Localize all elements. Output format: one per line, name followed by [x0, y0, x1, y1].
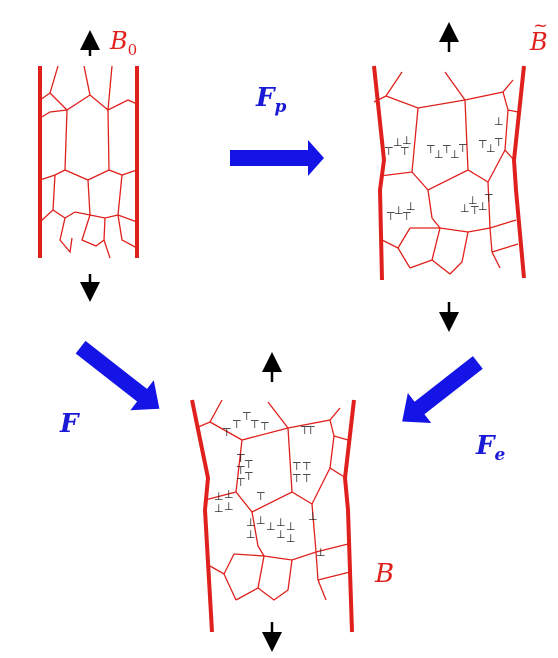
- dislocation-symbol: ⊤: [470, 204, 480, 217]
- dislocation-symbol: ⊥: [308, 510, 318, 523]
- intermediate-grain-network: [373, 71, 519, 275]
- dislocation-symbol: ⊥: [468, 194, 478, 207]
- dislocation-symbol: ⊤: [386, 210, 396, 223]
- dislocation-symbol: ⊥: [286, 532, 296, 545]
- dislocation-symbol: ⊤: [232, 418, 242, 431]
- dislocation-symbol: ⊤: [260, 420, 270, 433]
- dislocation-symbol: ⊥: [286, 520, 296, 533]
- dislocation-symbol: ⊤: [426, 143, 436, 156]
- dislocation-symbol: ⊥: [246, 516, 256, 529]
- intermediate-config-accent: ~: [533, 15, 548, 36]
- intermediate-configuration: ⊤ ⊥ ⊤ ⊥ ⊤ ⊥ ⊤ ⊥ ⊤ ⊥ ⊤ ⊥ ⊤ ⊤ ⊥ ⊤ ⊥ ⊥ ⊥ ⊤ …: [372, 15, 548, 332]
- dislocation-symbol: ⊥: [394, 204, 404, 217]
- dislocation-symbol: ⊤: [400, 145, 410, 158]
- initial-configuration: B0: [38, 27, 139, 302]
- dislocation-symbol: ⊥: [450, 148, 460, 161]
- dislocation-symbol: ⊥: [402, 134, 412, 147]
- dislocation-symbol: ⊤: [250, 418, 260, 431]
- total-map-label: F: [59, 409, 80, 439]
- current-grain-network: [195, 399, 351, 601]
- intermediate-dislocations: ⊤ ⊥ ⊤ ⊥ ⊤ ⊥ ⊤ ⊥ ⊤ ⊥ ⊤ ⊥ ⊤ ⊤ ⊥ ⊤ ⊥ ⊥ ⊥ ⊤ …: [384, 115, 504, 223]
- dislocation-symbol: ⊤: [256, 490, 266, 503]
- dislocation-symbol: ⊥: [214, 502, 224, 515]
- dislocation-symbol: ⊤: [236, 452, 246, 465]
- current-dislocations: ⊤ ⊤ ⊤ ⊤ ⊤ ⊤ ⊤ ⊤ ⊤ ⊤ ⊥ ⊥ ⊥ ⊥ ⊤ ⊤ ⊤ ⊤ ⊤ ⊤ …: [214, 410, 326, 559]
- dislocation-symbol: ⊥: [316, 546, 326, 559]
- initial-config-label: B0: [109, 27, 137, 59]
- dislocation-symbol: ⊤: [222, 426, 232, 439]
- total-map-arrow: [75, 340, 160, 411]
- dislocation-symbol: ⊤: [458, 142, 468, 155]
- dislocation-symbol: ⊥: [266, 520, 276, 533]
- plastic-map-arrow: [230, 140, 324, 176]
- dislocation-symbol: ⊤: [292, 472, 302, 485]
- dislocation-symbol: ⊥: [276, 516, 286, 529]
- dislocation-symbol: ⊥: [224, 488, 234, 501]
- plastic-map-label: Fp: [255, 83, 286, 117]
- elastic-map-label: Fe: [475, 431, 505, 465]
- dislocation-symbol: ⊤: [244, 470, 254, 483]
- dislocation-symbol: ⊤: [484, 192, 494, 205]
- dislocation-symbol: ⊥: [276, 528, 286, 541]
- intermediate-config-label: B: [529, 28, 548, 56]
- dislocation-symbol: ⊤: [302, 472, 312, 485]
- dislocation-symbol: ⊤: [236, 464, 246, 477]
- dislocation-symbol: ⊥: [494, 115, 504, 128]
- dislocation-symbol: ⊤: [292, 460, 302, 473]
- dislocation-symbol: ⊤: [300, 424, 310, 437]
- dislocation-symbol: ⊥: [478, 200, 488, 213]
- dislocation-symbol: ⊤: [478, 138, 488, 151]
- dislocation-symbol: ⊥: [246, 528, 256, 541]
- dislocation-symbol: ⊥: [214, 490, 224, 503]
- dislocation-symbol: ⊤: [242, 410, 252, 423]
- dislocation-symbol: ⊥: [434, 148, 444, 161]
- dislocation-symbol: ⊥: [460, 202, 470, 215]
- current-configuration: ⊤ ⊤ ⊤ ⊤ ⊤ ⊤ ⊤ ⊤ ⊤ ⊤ ⊥ ⊥ ⊥ ⊥ ⊤ ⊤ ⊤ ⊤ ⊤ ⊤ …: [190, 352, 394, 652]
- dislocation-symbol: ⊥: [486, 142, 496, 155]
- dislocation-symbol: ⊤: [442, 143, 452, 156]
- dislocation-symbol: ⊤: [494, 136, 504, 149]
- initial-grain-network: [39, 65, 138, 259]
- current-config-label: B: [374, 559, 394, 589]
- dislocation-symbol: ⊤: [306, 424, 316, 437]
- intermediate-left-boundary: [372, 65, 387, 281]
- dislocation-symbol: ⊤: [384, 145, 394, 158]
- dislocation-symbol: ⊤: [302, 460, 312, 473]
- elastic-map-arrow: [402, 356, 483, 423]
- dislocation-symbol: ⊤: [236, 476, 246, 489]
- current-right-boundary: [342, 399, 356, 633]
- dislocation-symbol: ⊥: [406, 200, 416, 213]
- intermediate-right-boundary: [511, 65, 526, 279]
- dislocation-symbol: ⊤: [244, 458, 254, 471]
- dislocation-symbol: ⊤: [402, 210, 412, 223]
- current-left-boundary: [190, 399, 214, 633]
- dislocation-symbol: ⊥: [256, 514, 266, 527]
- dislocation-symbol: ⊥: [224, 500, 234, 513]
- dislocation-symbol: ⊥: [393, 136, 403, 149]
